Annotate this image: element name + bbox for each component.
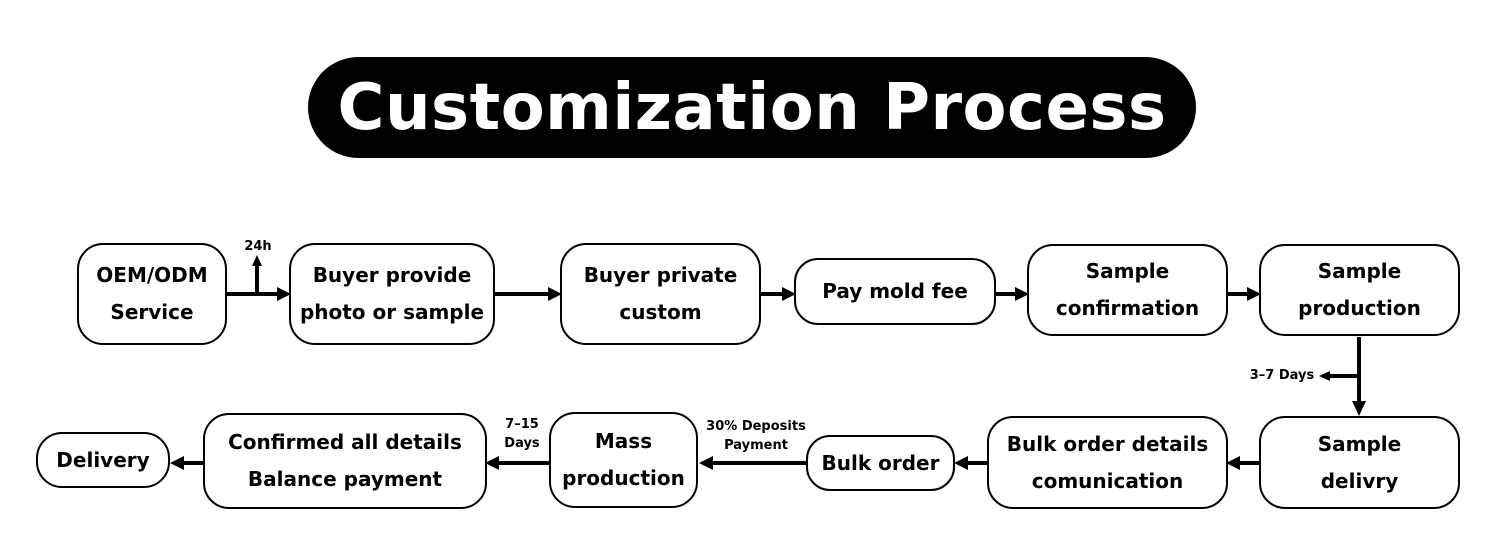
step-label-line1: Buyer private	[583, 263, 738, 287]
step-label: Delivery	[56, 447, 150, 472]
step-label-line2: photo or sample	[299, 300, 485, 324]
step-label-line1: Confirmed all details	[228, 430, 462, 454]
step-label-line1: OEM/ODM	[96, 263, 208, 287]
step-label: Pay mold fee	[822, 279, 968, 303]
label-7-15-days: 7–15 Days	[498, 415, 546, 453]
title-banner: Customization Process	[308, 57, 1196, 158]
step-sample-confirmation: Sample confirmation	[1027, 244, 1228, 336]
label-line2: Days	[504, 436, 540, 451]
step-label-line2: delivry	[1320, 468, 1399, 493]
step-bulk-order: Bulk order	[806, 435, 955, 491]
label-24h: 24h	[244, 239, 272, 254]
label-line2: Payment	[724, 438, 788, 453]
step-oem-odm-service: OEM/ODM Service	[77, 243, 227, 345]
step-label-line2: production	[1298, 296, 1421, 320]
page-title: Customization Process	[337, 70, 1167, 145]
step-mass-production: Mass production	[549, 412, 698, 508]
step-label-line2: confirmation	[1055, 296, 1200, 320]
step-confirmed-balance-payment: Confirmed all details Balance payment	[203, 413, 487, 509]
step-sample-production: Sample production	[1259, 244, 1460, 336]
step-delivery: Delivery	[36, 432, 170, 488]
step-buyer-provide: Buyer provide photo or sample	[289, 243, 495, 345]
step-label-line1: Sample	[1317, 431, 1402, 456]
label-line1: 30% Deposits	[706, 419, 806, 434]
step-label-line2: production	[562, 466, 685, 490]
step-bulk-order-details: Bulk order details comunication	[987, 416, 1228, 509]
step-sample-delivery: Sample delivry	[1259, 416, 1460, 509]
step-label-line1: Sample	[1085, 259, 1170, 283]
step-label: Bulk order	[821, 450, 940, 475]
step-pay-mold-fee: Pay mold fee	[794, 258, 996, 325]
step-label-line2: Service	[110, 300, 194, 324]
step-label-line2: comunication	[1031, 468, 1184, 493]
step-label-line2: Balance payment	[247, 467, 443, 491]
step-buyer-private-custom: Buyer private custom	[560, 243, 761, 345]
label-3-7-days: 3–7 Days	[1249, 368, 1315, 383]
step-label-line1: Bulk order details	[1006, 431, 1209, 456]
step-label-line1: Sample	[1317, 259, 1402, 283]
step-label-line1: Buyer provide	[312, 263, 472, 287]
step-label-line2: custom	[619, 300, 702, 324]
step-label-line1: Mass	[594, 429, 653, 453]
label-line1: 7–15	[505, 417, 539, 432]
label-deposits-payment: 30% Deposits Payment	[700, 417, 812, 455]
